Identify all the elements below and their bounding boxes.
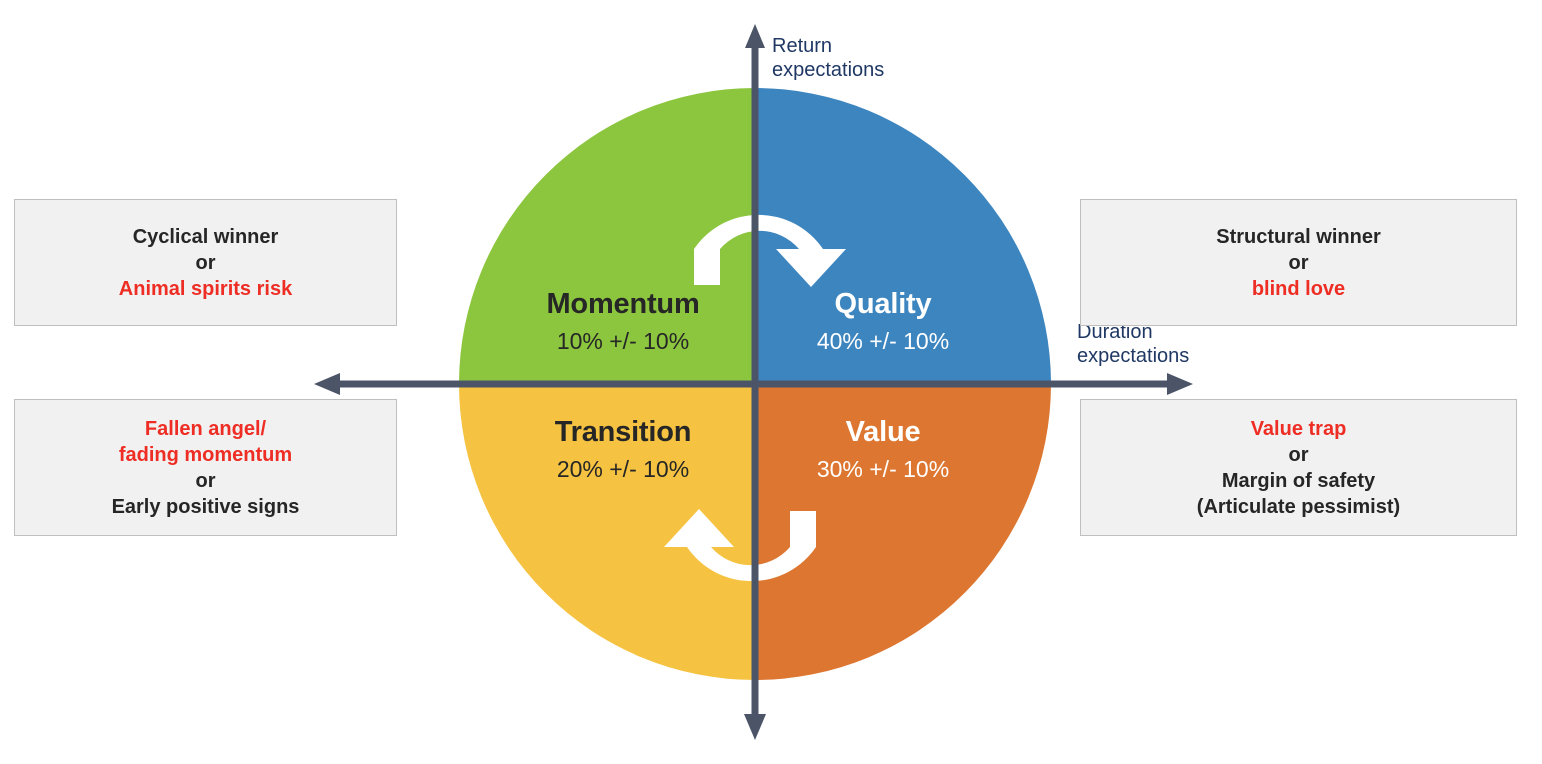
callout-quality: Structural winner or blind love bbox=[1080, 199, 1517, 326]
axis-label-return-expectations: Return expectations bbox=[772, 35, 885, 81]
callout-line-2: or bbox=[1288, 443, 1309, 466]
quadrant-wedge-transition bbox=[459, 384, 755, 680]
quadrant-label-value: Value 30% +/- 10% bbox=[753, 415, 1013, 484]
callout-line-4: Early positive signs bbox=[111, 495, 300, 518]
callout-line-3: blind love bbox=[1251, 277, 1346, 300]
callout-line-1: Value trap bbox=[1250, 417, 1347, 440]
callout-line-1: Structural winner bbox=[1216, 225, 1381, 248]
callout-line-2: fading momentum bbox=[118, 443, 293, 466]
callout-line-1: Fallen angel/ bbox=[144, 417, 267, 440]
axis-label-duration-expectations: Duration expectations bbox=[1077, 321, 1190, 367]
quadrant-name-transition: Transition bbox=[554, 416, 692, 448]
quadrant-name-momentum: Momentum bbox=[546, 288, 700, 320]
quadrant-label-transition: Transition 20% +/- 10% bbox=[493, 415, 753, 484]
quadrant-value-quality: 40% +/- 10% bbox=[816, 328, 950, 354]
axis-arrow-up bbox=[745, 24, 765, 48]
quadrant-value-value: 30% +/- 10% bbox=[816, 456, 950, 482]
callout-line-3: Animal spirits risk bbox=[118, 277, 293, 300]
callout-line-1: Cyclical winner bbox=[132, 225, 279, 248]
quadrant-wedge-momentum bbox=[459, 88, 755, 384]
momentum-to-quality-arrow bbox=[694, 214, 846, 287]
quadrant-value-transition: 20% +/- 10% bbox=[556, 456, 690, 482]
axis-arrow-left bbox=[314, 373, 340, 395]
axis-lines bbox=[314, 24, 1193, 740]
quadrant-wedge-value bbox=[755, 384, 1051, 680]
axis-arrow-down bbox=[744, 714, 766, 740]
quadrant-label-quality: Quality 40% +/- 10% bbox=[753, 287, 1013, 356]
quadrant-name-value: Value bbox=[845, 416, 921, 448]
callout-line-4: (Articulate pessimist) bbox=[1196, 495, 1401, 518]
quadrant-wedge-quality bbox=[755, 88, 1051, 384]
callout-line-3: Margin of safety bbox=[1221, 469, 1376, 492]
quadrant-label-momentum: Momentum 10% +/- 10% bbox=[493, 287, 753, 356]
callout-line-2: or bbox=[1288, 251, 1309, 274]
axis-arrow-right bbox=[1167, 373, 1193, 395]
quadrant-name-quality: Quality bbox=[834, 288, 932, 320]
value-to-transition-arrow bbox=[664, 509, 816, 582]
callout-line-2: or bbox=[195, 251, 216, 274]
quadrant-value-momentum: 10% +/- 10% bbox=[556, 328, 690, 354]
callout-line-3: or bbox=[195, 469, 216, 492]
